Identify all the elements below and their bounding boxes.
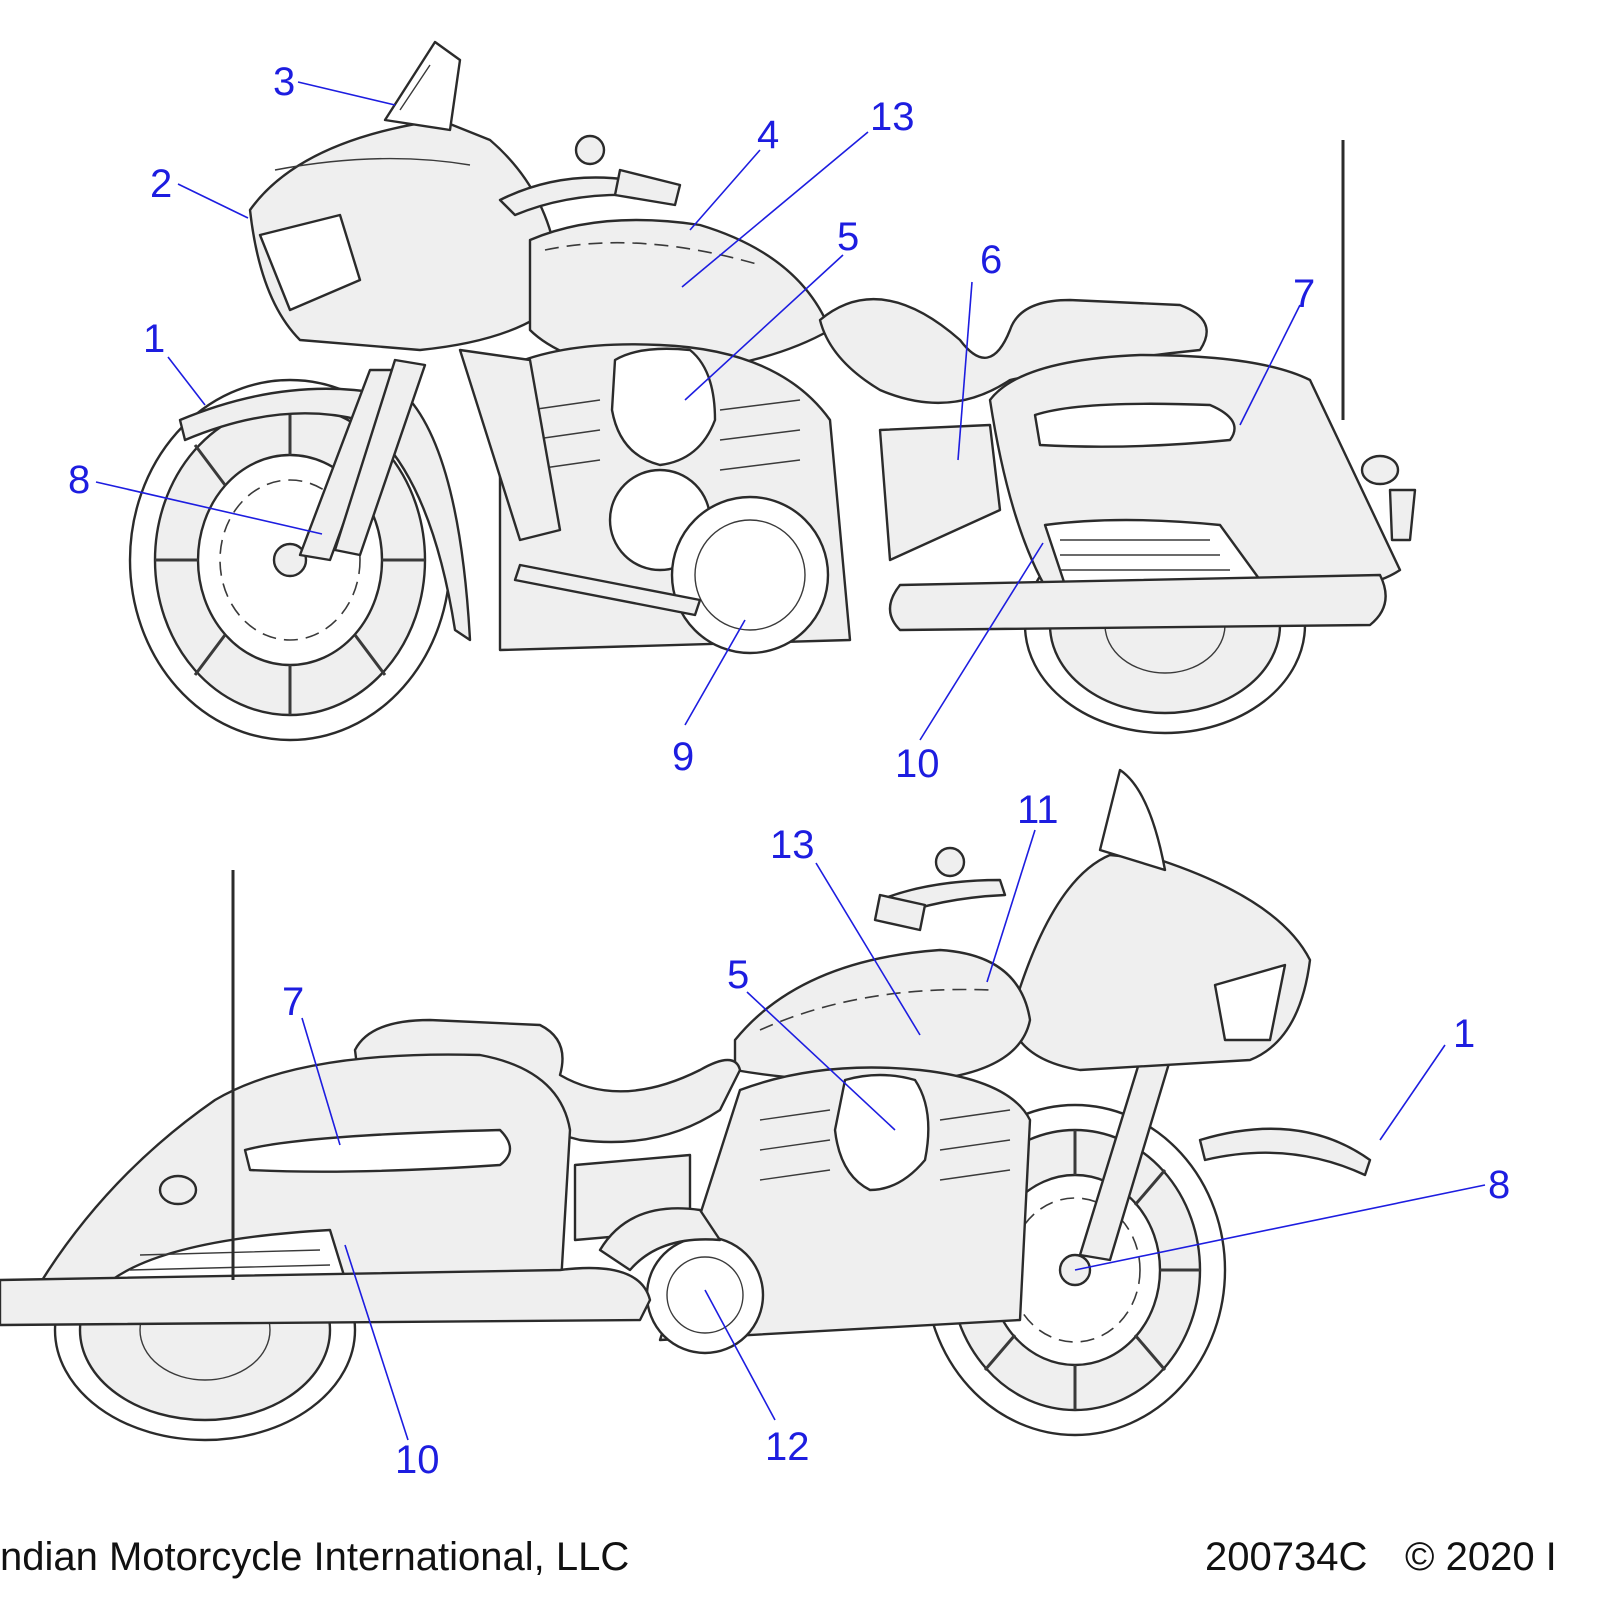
callout-8-bottom: 8: [1488, 1163, 1510, 1207]
footer-company-name: ndian Motorcycle International, LLC: [0, 1535, 630, 1579]
footer-part-code: 200734C: [1205, 1535, 1368, 1579]
callout-7-top: 7: [1293, 272, 1315, 316]
bottom-motorcycle-illustration: [0, 768, 1372, 1442]
callout-12-bottom: 12: [765, 1425, 810, 1469]
top-leader-lines: [95, 81, 1301, 741]
top-saddlebag: [988, 353, 1402, 597]
footer-copyright: © 2020 I: [1405, 1535, 1557, 1579]
callout-9-top: 9: [672, 735, 694, 779]
callout-5-bottom: 5: [727, 953, 749, 997]
bottom-leader-lines: [301, 829, 1486, 1441]
top-seat: [818, 297, 1208, 405]
bottom-engine: [645, 1066, 1032, 1355]
bottom-fuel-tank: [733, 948, 1032, 1083]
callout-4-top: 4: [757, 113, 779, 157]
top-motorcycle-illustration: [128, 40, 1417, 742]
callout-11-bottom: 11: [1017, 788, 1059, 832]
callout-10-top: 10: [895, 742, 940, 786]
callout-8-top: 8: [68, 458, 90, 502]
callout-10-bottom: 10: [395, 1438, 440, 1482]
callout-6-top: 6: [980, 238, 1002, 282]
top-callouts: 1 2 3 4 13 5 6 7 8 9 10: [68, 60, 1315, 786]
callout-2-top: 2: [150, 162, 172, 206]
top-engine: [498, 343, 852, 655]
callout-7-bottom: 7: [282, 980, 304, 1024]
callout-3-top: 3: [273, 60, 295, 104]
callout-1-bottom: 1: [1453, 1012, 1475, 1056]
bottom-callouts: 13 11 5 7 1 8 10 12: [282, 788, 1510, 1482]
callout-1-top: 1: [143, 317, 165, 361]
callout-13-bottom: 13: [770, 823, 815, 867]
callout-13-top: 13: [870, 95, 915, 139]
callout-5-top: 5: [837, 215, 859, 259]
